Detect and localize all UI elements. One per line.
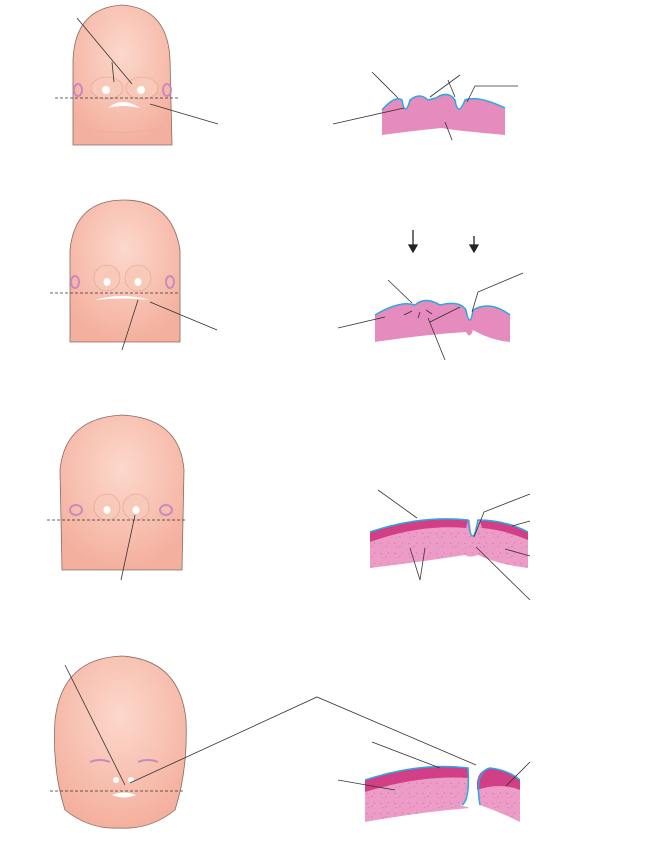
eye-icon <box>137 759 159 763</box>
eye-icon <box>165 275 175 289</box>
eye-icon <box>159 504 173 516</box>
eye-icon <box>70 275 80 289</box>
cross-section-stage-3 <box>370 518 528 568</box>
cross-section-stage-1 <box>382 94 505 135</box>
eye-icon <box>69 504 83 516</box>
eye-icon <box>73 83 83 97</box>
eye-icon <box>89 759 111 763</box>
leader-lines <box>76 17 219 125</box>
cross-section-stage-2 <box>375 300 510 342</box>
embryo-face-stage-2 <box>50 199 524 361</box>
eye-icon <box>162 83 172 97</box>
embryo-face-stage-1 <box>55 4 518 146</box>
embryo-face-stage-4 <box>50 655 531 829</box>
embryo-face-stage-3 <box>47 414 531 601</box>
arrow-icon <box>407 230 480 254</box>
